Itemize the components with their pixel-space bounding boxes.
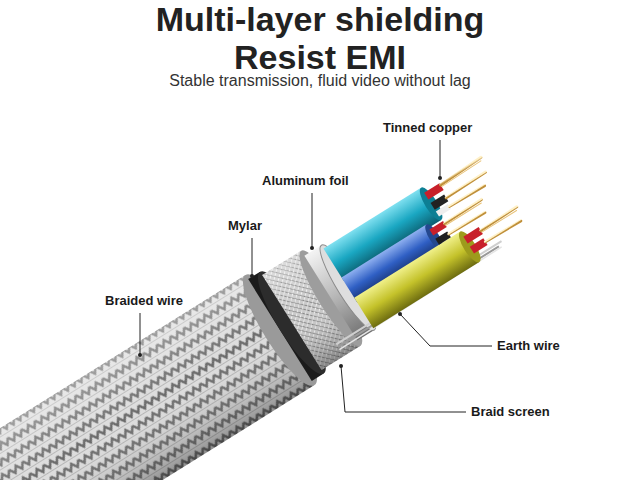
callout-label: Braided wire (105, 293, 183, 309)
diagram-title: Multi-layer shielding Resist EMI (110, 0, 530, 77)
callout-label: Tinned copper (383, 120, 472, 136)
callout-label: Earth wire (497, 338, 560, 354)
subtitle: Stable transmission, fluid video without… (20, 72, 620, 90)
callout-label: Braid screen (471, 404, 550, 420)
callout-label: Mylar (228, 218, 262, 234)
callout-label: Aluminum foil (262, 173, 349, 189)
